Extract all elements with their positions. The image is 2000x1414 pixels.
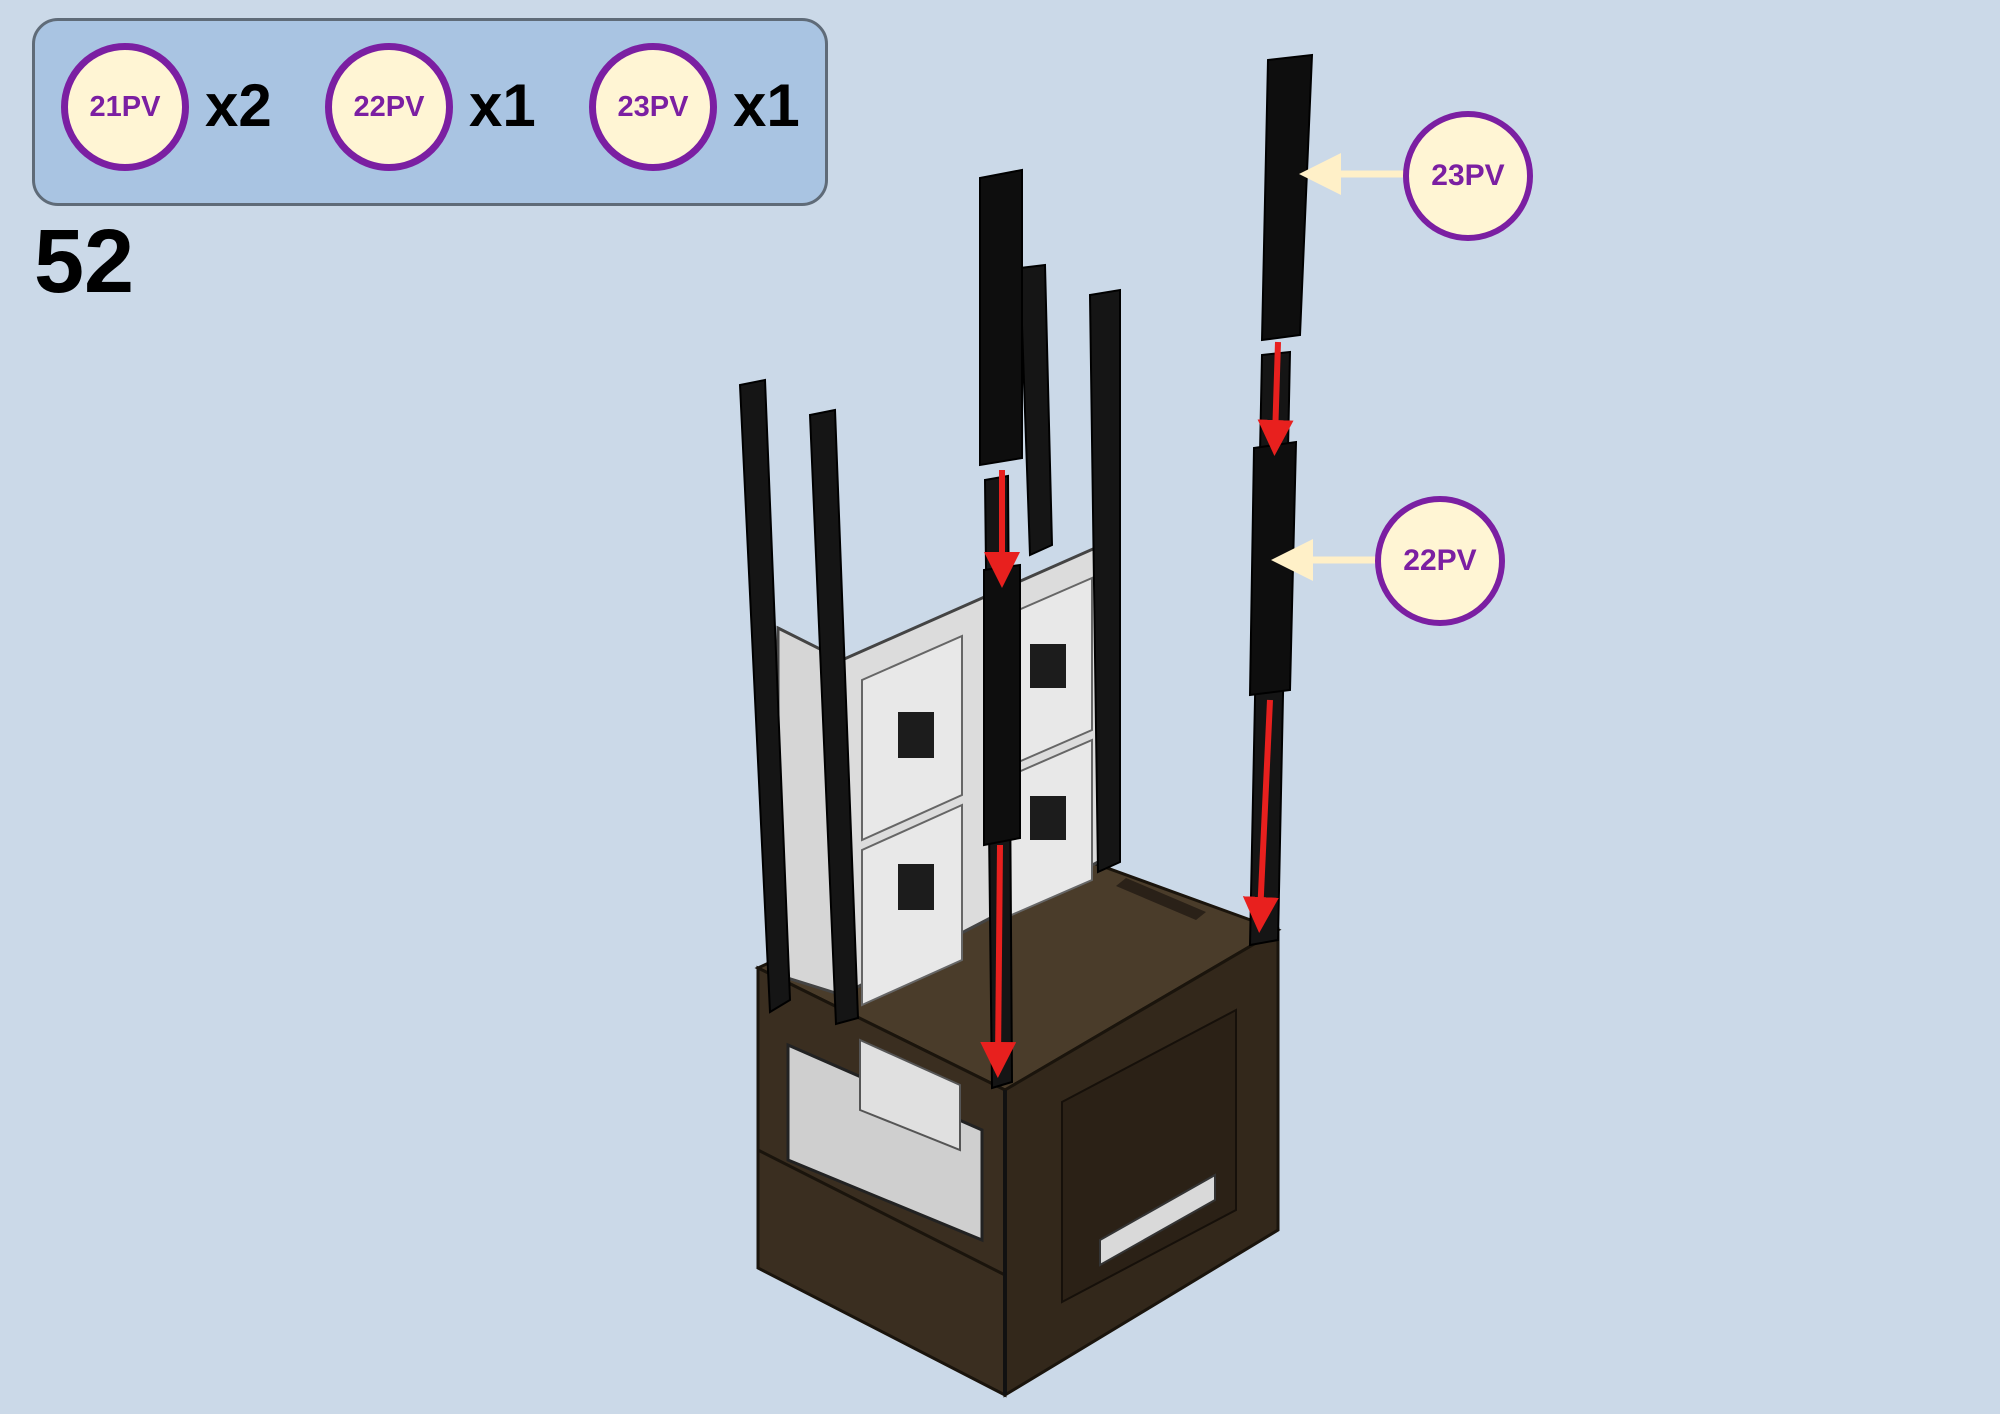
extrusion-left-1	[738, 378, 792, 1014]
part-22pv-left-upper	[979, 168, 1023, 467]
callout-23pv: 23PV	[1403, 111, 1533, 241]
part-quantity: x1	[469, 72, 536, 139]
extrusion-right-back	[1088, 288, 1121, 874]
back-panel	[776, 542, 1104, 1007]
part-quantity: x1	[733, 72, 800, 139]
part-badge: 21PV	[61, 43, 189, 171]
part-23pv	[1260, 53, 1314, 342]
part-21pv	[983, 563, 1021, 847]
part-quantity: x2	[205, 72, 272, 139]
motion-arrow	[1257, 341, 1294, 456]
extrusion-back	[1018, 263, 1054, 557]
parts-list-panel: 21PV x2 22PV x1 23PV x1	[32, 18, 828, 206]
pointer-arrows	[1271, 153, 1405, 581]
part-badge: 23PV	[589, 43, 717, 171]
inserted-parts	[979, 53, 1314, 847]
extrusion-left-2	[808, 408, 860, 1026]
callout-22pv: 22PV	[1375, 496, 1505, 626]
part-badge: 22PV	[325, 43, 453, 171]
step-number: 52	[34, 212, 135, 312]
motion-arrow	[980, 844, 1017, 1078]
motion-arrow	[1242, 699, 1279, 933]
cabinet-base	[754, 838, 1282, 1398]
part-22pv	[1248, 440, 1298, 697]
motion-arrows	[980, 341, 1294, 1078]
